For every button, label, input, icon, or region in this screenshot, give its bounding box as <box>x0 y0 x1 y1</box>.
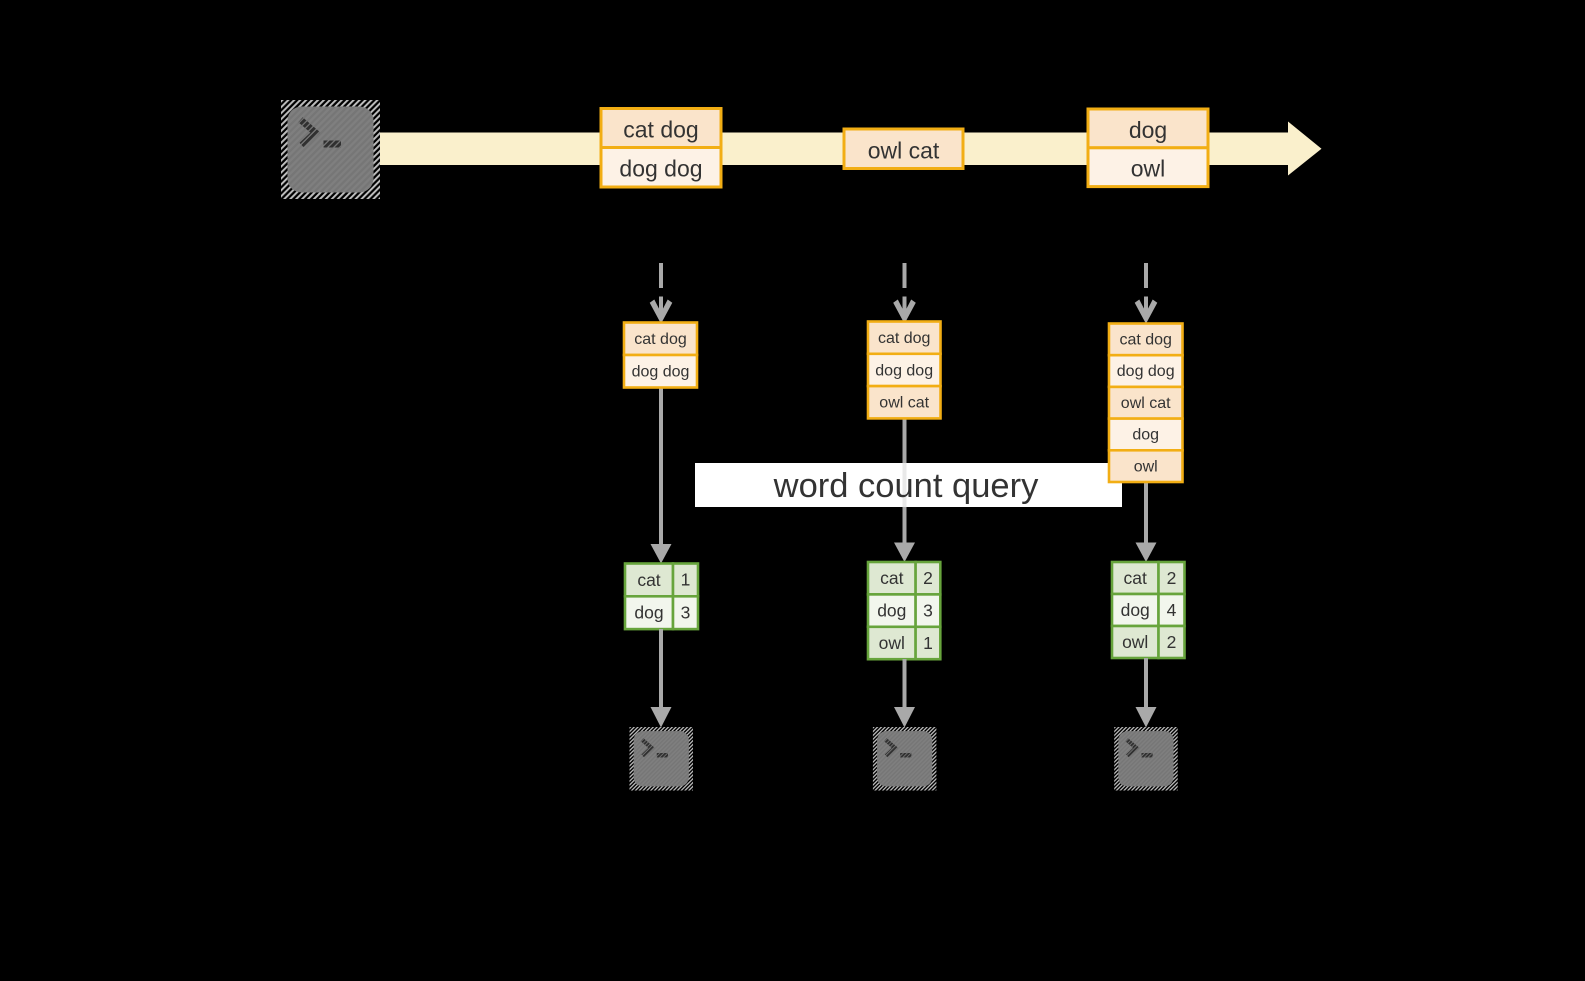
svg-text:owl cat: owl cat <box>868 138 940 164</box>
svg-text:owl: owl <box>879 633 905 653</box>
svg-text:3: 3 <box>923 600 933 620</box>
svg-text:4: 4 <box>1167 600 1177 620</box>
svg-text:cat: cat <box>637 570 660 590</box>
svg-text:1: 1 <box>681 570 691 590</box>
svg-text:dog: dog <box>634 602 663 622</box>
svg-text:cat dog: cat dog <box>634 331 686 348</box>
svg-text:cat dog: cat dog <box>878 330 930 347</box>
svg-text:dog dog: dog dog <box>1117 363 1175 380</box>
svg-text:2: 2 <box>1167 632 1177 652</box>
svg-text:cat: cat <box>880 568 903 588</box>
svg-text:dog: dog <box>1129 117 1167 143</box>
svg-text:1: 1 <box>923 633 933 653</box>
svg-text:owl: owl <box>1122 632 1148 652</box>
svg-text:owl cat: owl cat <box>879 395 929 412</box>
svg-text:dog: dog <box>1121 600 1150 620</box>
svg-text:owl: owl <box>1131 156 1166 182</box>
svg-text:cat dog: cat dog <box>623 117 698 143</box>
svg-text:word count query: word count query <box>773 467 1039 505</box>
svg-text:owl cat: owl cat <box>1121 395 1171 412</box>
svg-text:dog dog: dog dog <box>619 156 702 182</box>
svg-text:cat: cat <box>1124 568 1147 588</box>
svg-text:dog dog: dog dog <box>632 364 690 381</box>
svg-text:owl: owl <box>1134 458 1158 475</box>
svg-text:dog: dog <box>877 600 906 620</box>
svg-text:2: 2 <box>1167 568 1177 588</box>
svg-text:dog: dog <box>1132 427 1159 444</box>
svg-text:dog dog: dog dog <box>875 362 933 379</box>
svg-text:cat dog: cat dog <box>1119 332 1171 349</box>
svg-text:3: 3 <box>681 602 691 622</box>
svg-text:2: 2 <box>923 568 933 588</box>
